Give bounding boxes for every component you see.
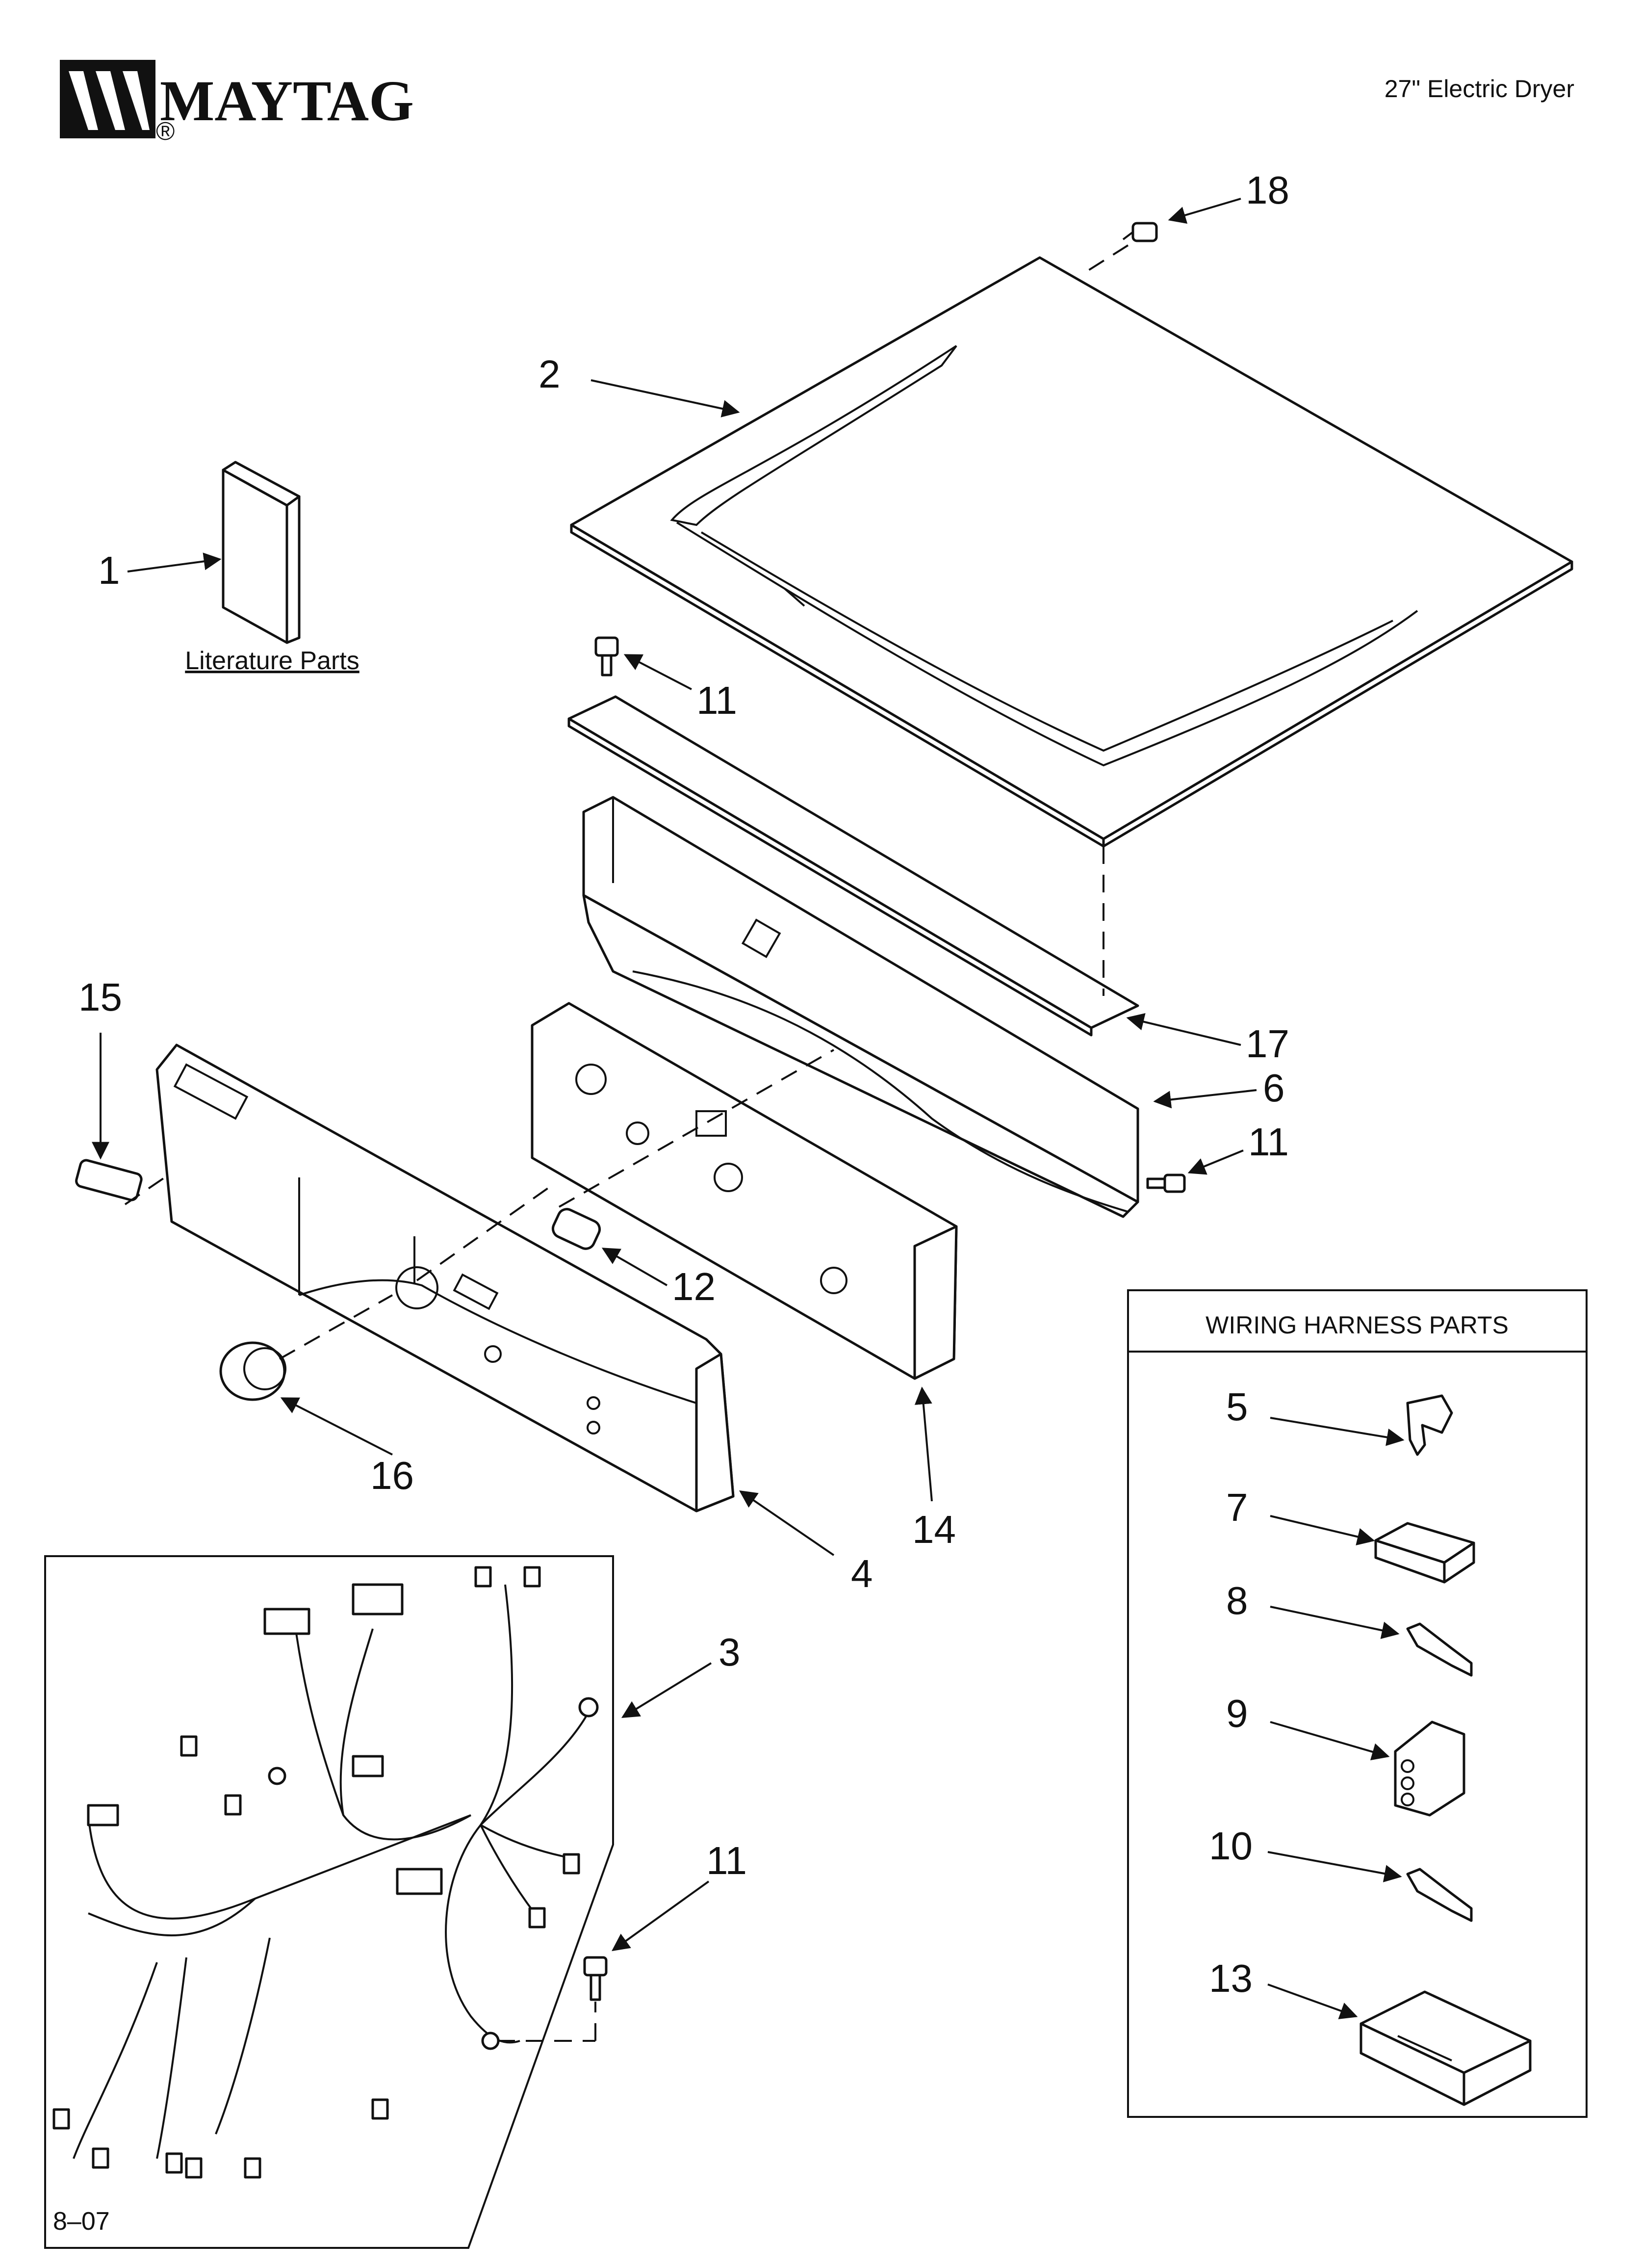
callout-5: 5 <box>1226 1385 1248 1429</box>
callout-7: 7 <box>1226 1486 1248 1529</box>
callout-8: 8 <box>1226 1579 1248 1622</box>
callout-12: 12 <box>672 1265 716 1308</box>
wiring-harness-parts-box <box>1127 1289 1588 2118</box>
wiring-harness-title: WIRING HARNESS PARTS <box>1206 1311 1509 1339</box>
clip-5 <box>1406 1394 1453 1456</box>
model-title: 27" Electric Dryer <box>1385 75 1574 103</box>
callout-2: 2 <box>539 352 561 396</box>
callout-1: 1 <box>98 548 120 592</box>
display-lens-12 <box>551 1208 601 1250</box>
screw-11-right <box>1146 1173 1186 1193</box>
screw-18 <box>1122 222 1158 242</box>
maytag-logo: MAYTAG ® <box>60 60 414 146</box>
connector-block-13 <box>1360 1990 1532 2106</box>
callout-9: 9 <box>1226 1692 1248 1735</box>
callout-17: 17 <box>1246 1022 1289 1066</box>
terminal-10 <box>1406 1868 1473 1922</box>
connector-9 <box>1394 1721 1465 1817</box>
brand-name: MAYTAG <box>160 69 414 133</box>
callout-11-right: 11 <box>1248 1120 1289 1164</box>
callout-16: 16 <box>370 1454 414 1497</box>
console-panel-4 <box>155 1043 735 1512</box>
literature-booklet <box>222 461 301 644</box>
literature-parts-label: Literature Parts <box>185 647 359 675</box>
callout-3: 3 <box>718 1630 741 1674</box>
callout-11-lower: 11 <box>706 1839 747 1882</box>
callout-18: 18 <box>1246 168 1289 212</box>
callout-13: 13 <box>1209 1956 1253 2000</box>
badge-15 <box>75 1159 143 1201</box>
callout-15: 15 <box>78 975 122 1019</box>
control-board-14 <box>531 1002 958 1380</box>
connector-housing-7 <box>1374 1522 1475 1584</box>
page-code: 8–07 <box>53 2207 110 2236</box>
console-frame-6 <box>582 796 1139 1218</box>
callout-14: 14 <box>912 1508 956 1551</box>
callout-6: 6 <box>1263 1066 1285 1110</box>
callout-4: 4 <box>851 1552 873 1595</box>
mounting-bracket-17 <box>567 695 1139 1037</box>
control-knob-16 <box>219 1341 286 1401</box>
screw-11-lower <box>583 1956 608 2001</box>
terminal-8 <box>1406 1622 1473 1677</box>
callout-11-upper: 11 <box>696 678 737 722</box>
screw-11-upper <box>594 636 619 677</box>
registered-mark: ® <box>156 117 175 146</box>
wiring-harness-3 <box>44 1555 614 2249</box>
callout-10: 10 <box>1209 1824 1253 1868</box>
